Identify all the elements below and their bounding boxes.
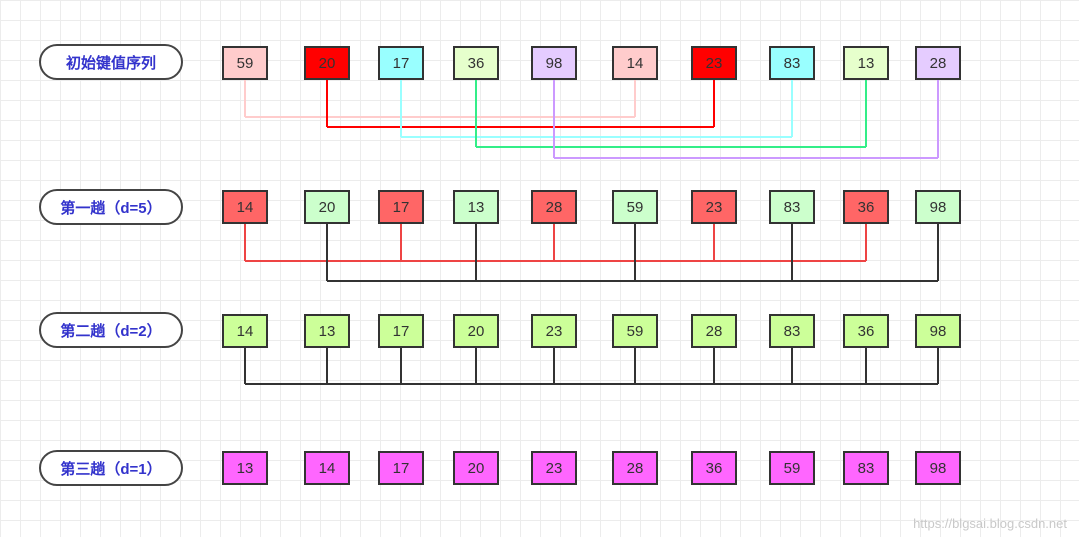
key-cell: 98 [915,451,961,485]
key-cell: 13 [304,314,350,348]
key-cell: 13 [843,46,889,80]
key-cell: 59 [612,314,658,348]
key-cell: 83 [769,190,815,224]
key-cell: 59 [222,46,268,80]
key-cell: 20 [304,190,350,224]
row-label-pass-1: 第一趟（d=5） [39,189,183,225]
key-cell: 13 [453,190,499,224]
key-cell: 14 [222,190,268,224]
key-cell: 98 [915,314,961,348]
key-cell: 14 [304,451,350,485]
key-cell: 36 [691,451,737,485]
key-cell: 83 [769,46,815,80]
key-cell: 23 [691,46,737,80]
key-cell: 98 [531,46,577,80]
key-cell: 23 [531,451,577,485]
key-cell: 17 [378,190,424,224]
key-cell: 23 [531,314,577,348]
row-label-pass-3: 第三趟（d=1） [39,450,183,486]
key-cell: 17 [378,46,424,80]
key-cell: 59 [612,190,658,224]
key-cell: 14 [222,314,268,348]
key-cell: 28 [531,190,577,224]
key-cell: 59 [769,451,815,485]
key-cell: 28 [915,46,961,80]
key-cell: 36 [453,46,499,80]
key-cell: 36 [843,314,889,348]
key-cell: 98 [915,190,961,224]
key-cell: 28 [612,451,658,485]
row-label-initial: 初始键值序列 [39,44,183,80]
key-cell: 17 [378,314,424,348]
watermark: https://blgsai.blog.csdn.net [913,516,1067,531]
key-cell: 20 [304,46,350,80]
key-cell: 17 [378,451,424,485]
key-cell: 23 [691,190,737,224]
key-cell: 20 [453,451,499,485]
key-cell: 14 [612,46,658,80]
key-cell: 28 [691,314,737,348]
key-cell: 13 [222,451,268,485]
key-cell: 20 [453,314,499,348]
key-cell: 83 [843,451,889,485]
row-label-pass-2: 第二趟（d=2） [39,312,183,348]
key-cell: 83 [769,314,815,348]
key-cell: 36 [843,190,889,224]
